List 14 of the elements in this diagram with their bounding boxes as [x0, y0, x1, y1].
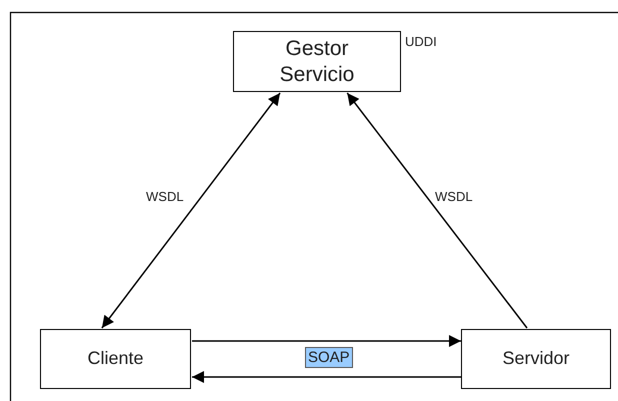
arrow — [192, 335, 461, 347]
edge-label: WSDL — [435, 189, 473, 204]
protocol-label: SOAP — [305, 347, 353, 368]
process-box — [40, 329, 191, 389]
arrow — [346, 92, 528, 328]
process-box — [461, 329, 611, 389]
arrow — [101, 92, 281, 328]
node-label: Gestor Servicio — [278, 36, 356, 87]
node-label: Servidor — [501, 348, 571, 370]
arrow — [192, 371, 461, 383]
edge-label: WSDL — [146, 189, 184, 204]
node-label: Cliente — [86, 348, 145, 370]
node-annotation: UDDI — [405, 34, 437, 49]
process-box — [233, 31, 401, 92]
